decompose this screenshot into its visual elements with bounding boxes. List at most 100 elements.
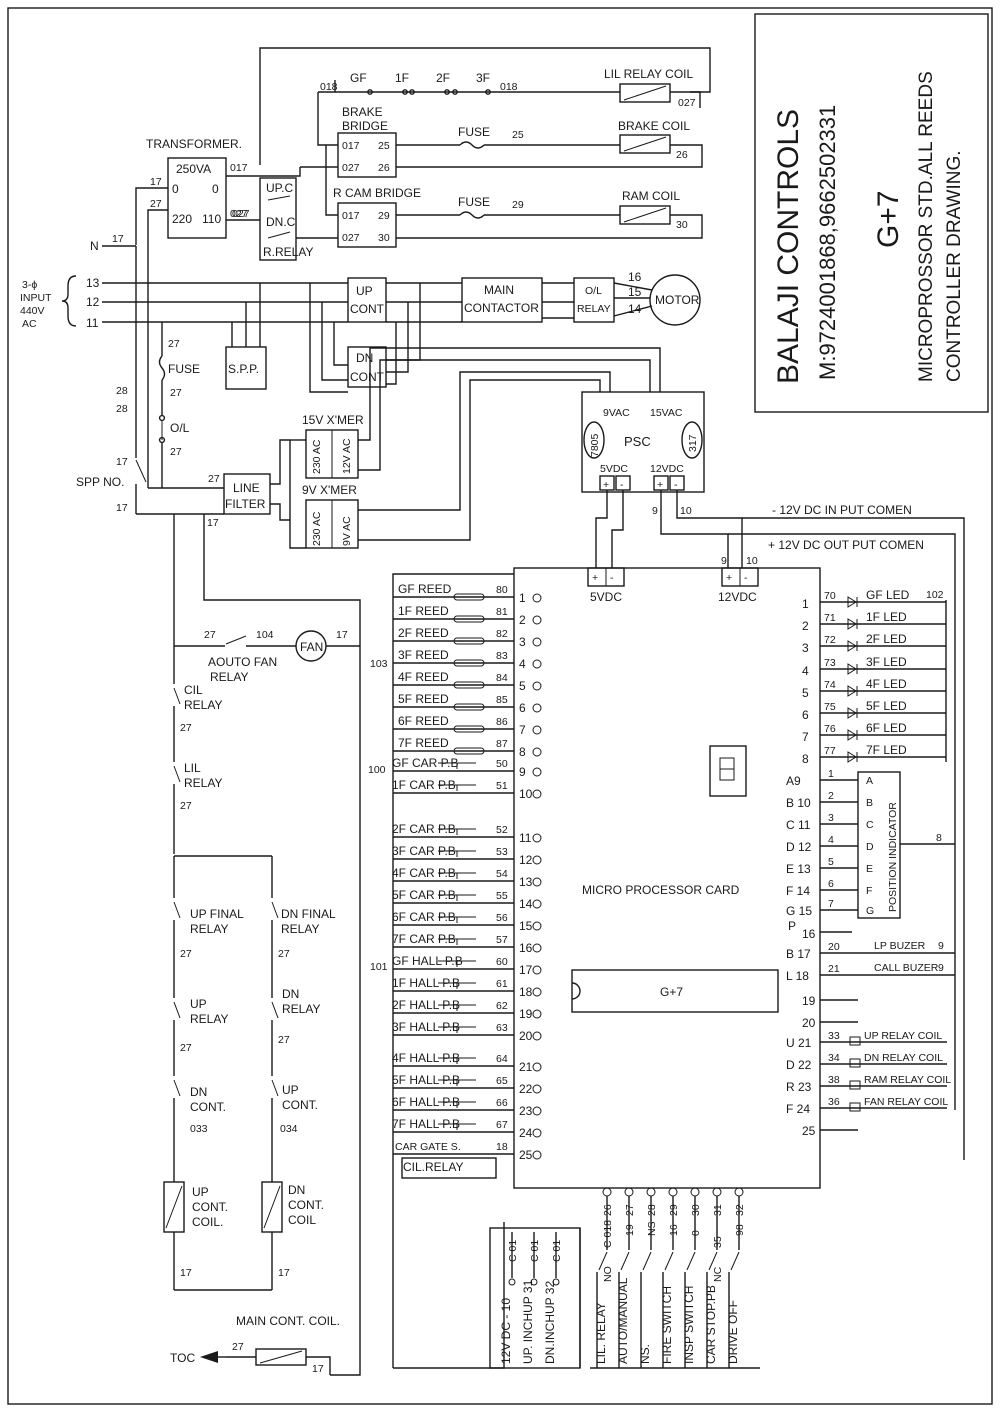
- input-pin-number: 11: [519, 831, 532, 845]
- input-label: 6F REED: [398, 714, 449, 728]
- brake-bridge-label-1: BRAKE: [342, 105, 383, 119]
- psc-label: PSC: [624, 434, 651, 449]
- phase-11: 11: [86, 316, 99, 330]
- drawing-desc-line2: CONTROLLER DRAWING.: [944, 150, 965, 382]
- contact-wire-027: 027: [232, 208, 250, 220]
- company-phone: M:9724001868,9662502331: [815, 105, 840, 380]
- ol-relay-l1: O/L: [585, 285, 602, 297]
- bottom-terminal-icon: [734, 1187, 744, 1197]
- input-pin-number: 18: [519, 985, 533, 999]
- up-relay-l1: UP: [190, 997, 207, 1011]
- input-terminal-icon: [532, 1009, 542, 1019]
- output-label: CALL BUZER: [874, 962, 939, 974]
- line-filter: [223, 473, 271, 515]
- input-terminal-icon: [532, 987, 542, 997]
- relay-coil-icon: [849, 1080, 861, 1090]
- psc-term-5n: -: [620, 479, 624, 491]
- brake-coil-label: BRAKE COIL: [618, 119, 690, 133]
- x9-pin-230: 230 AC: [311, 511, 323, 546]
- ram-pin-027: 027: [342, 232, 360, 244]
- bottom-terminal-icon: [712, 1187, 722, 1197]
- output-pin-number: 19: [802, 994, 816, 1008]
- inch-label: 12V DC - 10: [499, 1298, 513, 1364]
- input-terminal-icon: [532, 725, 542, 735]
- left-wire-27b: 27: [170, 387, 182, 399]
- input-label: 4F HALL P.B: [392, 1051, 460, 1065]
- psc-5vdc: 5VDC: [600, 463, 628, 475]
- seven-segment-display: [709, 745, 747, 797]
- output-pin-number: U 21: [786, 1036, 812, 1050]
- diode-icon: [847, 640, 857, 652]
- lil-wire: 27: [180, 800, 192, 812]
- led-wire-number: 74: [824, 679, 836, 691]
- spp-label: S.P.P.: [228, 362, 259, 376]
- line-filter-l1: LINE: [233, 481, 260, 495]
- input-terminal-icon: [532, 637, 542, 647]
- regulator-7805: 7805: [589, 433, 601, 457]
- phase-12: 12: [86, 295, 100, 309]
- drawing-frame: [7, 7, 993, 1405]
- input-wire-number: 56: [496, 912, 508, 924]
- xfmr-pin-0a: 0: [172, 182, 179, 196]
- led-pin-number: 7: [802, 730, 809, 744]
- ol-relay-l2: RELAY: [577, 303, 611, 315]
- up-final-l2: RELAY: [190, 922, 228, 936]
- series-wire-end: 018: [500, 81, 518, 93]
- bottom-terminal-icon: [646, 1187, 656, 1197]
- bottom-switch-icon: [598, 1251, 608, 1271]
- input-terminal-icon: [532, 899, 542, 909]
- bottom-terminal-icon: [602, 1187, 612, 1197]
- xfmr-wire-017: 017: [230, 162, 248, 174]
- diode-icon: [847, 685, 857, 697]
- bottom-function-label: LIL. RELAY: [594, 1302, 608, 1364]
- input-terminal-icon: [532, 703, 542, 713]
- dn-cont-wire: 033: [190, 1123, 208, 1135]
- input-pin-number: 24: [519, 1126, 533, 1140]
- input-label-phase: 3-ϕ: [22, 279, 37, 291]
- pi-pin-number: G 15: [786, 904, 812, 918]
- input-terminal-icon: [532, 833, 542, 843]
- pi-wire-number: 3: [828, 812, 834, 824]
- inch-terminal-icon: [530, 1278, 538, 1286]
- led-wire-number: 73: [824, 657, 836, 669]
- input-wire-number: 87: [496, 738, 508, 750]
- input-terminal-icon: [532, 767, 542, 777]
- up-final-wire: 27: [180, 948, 192, 960]
- bottom-wire-number: NO: [602, 1266, 614, 1282]
- pi-wire-number: 1: [828, 768, 834, 780]
- led-label: 5F LED: [866, 699, 907, 713]
- input-label-ac: AC: [22, 318, 37, 330]
- input-terminal-icon: [532, 921, 542, 931]
- card-chip: [571, 969, 779, 1013]
- bottom-switch-icon: [642, 1251, 652, 1271]
- input-common-100: 100: [368, 764, 386, 776]
- lf-wire-27: 27: [208, 473, 220, 485]
- brake-pin-26: 26: [378, 162, 390, 174]
- bottom-wire-number: 16: [668, 1224, 680, 1236]
- output-end-wire: 9: [938, 940, 944, 952]
- pi-wire-number: 5: [828, 856, 834, 868]
- left-wire-28a: 28: [116, 385, 128, 397]
- psc-term-12p: +: [657, 479, 663, 491]
- input-bus: 103 100 101 CIL.RELAY: [368, 573, 514, 1369]
- pi-common-wire: 8: [936, 832, 942, 844]
- input-label: GF CAR P.B: [392, 756, 458, 770]
- reed-switch-icon: [453, 681, 485, 689]
- input-wire-number: 60: [496, 956, 508, 968]
- ram-fuse-wire: 29: [512, 199, 524, 211]
- dn-contactor: [347, 346, 387, 388]
- bottom-pin-number: 32: [734, 1204, 746, 1216]
- position-indicator-box: [857, 771, 901, 919]
- up-cont-wire: 034: [280, 1123, 298, 1135]
- transformer-va: 250VA: [176, 162, 211, 176]
- input-wire-number: 57: [496, 934, 508, 946]
- card-12v-wire-10: 10: [746, 555, 758, 567]
- dn-coil-l3: COIL: [288, 1213, 316, 1227]
- bottom-terminal-icon: [668, 1187, 678, 1197]
- led-label: GF LED: [866, 588, 910, 602]
- psc-15vac: 15VAC: [650, 407, 683, 419]
- input-terminal-icon: [532, 1128, 542, 1138]
- dc-in-common-label: - 12V DC IN PUT COMEN: [772, 503, 912, 517]
- output-pin-number: F 24: [786, 1102, 810, 1116]
- card-12v-wire-9: 9: [721, 555, 727, 567]
